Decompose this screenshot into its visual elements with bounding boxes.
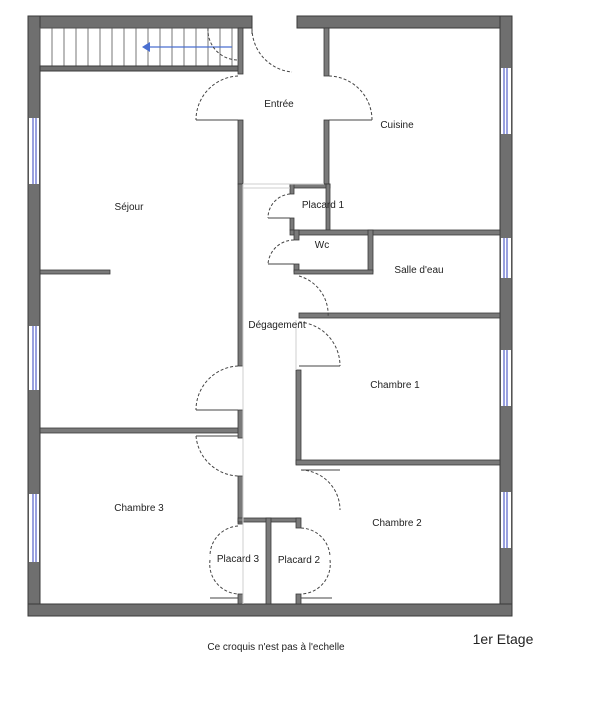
door-placard2-arc-bottom: [300, 559, 331, 595]
wall-entree-right: [323, 27, 330, 77]
door-salle-eau-arc: [298, 275, 329, 319]
scale-caption: Ce croquis n'est pas à l'echelle: [207, 642, 345, 653]
label-cuisine: Cuisine: [380, 120, 414, 131]
door-chambre1-arc: [298, 321, 341, 367]
doors: [195, 27, 373, 599]
wall-placard3-right: [265, 517, 272, 605]
door-placard1-arc: [267, 193, 291, 219]
wall-top-left: [27, 15, 253, 29]
label-entree: Entrée: [264, 99, 294, 110]
label-chambre3: Chambre 3: [114, 503, 164, 514]
wall-placard1-left-2: [289, 217, 295, 231]
room-labels: Entrée Cuisine Séjour Placard 1 Wc Salle…: [114, 99, 443, 566]
guide-lines: [242, 183, 324, 604]
label-placard1: Placard 1: [302, 200, 345, 211]
label-salle-eau: Salle d'eau: [394, 265, 443, 276]
label-wc: Wc: [315, 240, 329, 251]
wall-chambre1-left: [295, 369, 302, 465]
door-cuisine-arc: [328, 75, 373, 121]
wall-sejour-bottom: [39, 427, 241, 434]
wall-chambre3-right: [237, 475, 244, 525]
wall-salle-eau-bottom: [298, 312, 501, 319]
interior-walls: [39, 27, 501, 605]
door-chambre3-arc: [195, 435, 239, 477]
label-chambre2: Chambre 2: [372, 518, 422, 529]
wall-wc-bottom: [293, 269, 374, 275]
door-placard3-arc-bottom: [209, 559, 239, 595]
stair-arrow-icon: [142, 42, 150, 52]
door-sejour-arc: [195, 75, 239, 121]
wall-placard1-top: [289, 183, 331, 189]
wall-bottom: [27, 603, 513, 617]
wall-placard2-right-stub: [295, 593, 302, 605]
wall-sejour-right: [237, 183, 244, 367]
door-placard3-arc-top: [209, 525, 239, 557]
staircase: [39, 27, 241, 72]
label-degagement: Dégagement: [248, 320, 305, 331]
wall-placard3-left-stub: [237, 593, 244, 605]
wall-sejour-bottom-stub: [237, 409, 244, 439]
wall-top-right: [296, 15, 513, 29]
door-sejour-lower-arc: [195, 365, 239, 411]
wall-entree-left-2: [237, 119, 244, 185]
wall-wc-right: [367, 229, 374, 273]
windows: [29, 68, 511, 562]
door-placard2-arc-top: [300, 527, 331, 557]
wall-wc-left: [293, 229, 300, 241]
door-entrance-arc: [251, 27, 293, 73]
exterior-walls: [27, 15, 513, 617]
wall-entree-left: [237, 27, 244, 75]
label-placard3: Placard 3: [217, 554, 260, 565]
floor-label: 1er Etage: [473, 631, 534, 647]
wall-sejour-partition: [39, 269, 111, 275]
door-chambre2-arc: [300, 469, 341, 511]
wall-entree-right-2: [323, 119, 330, 185]
door-wc-arc: [267, 239, 295, 265]
stair-steps: [51, 28, 233, 68]
wall-placard1-left: [289, 183, 295, 195]
door-stairs-arc: [207, 27, 239, 61]
wall-wc-top: [289, 229, 501, 236]
wall-chambre1-bottom: [295, 459, 501, 466]
label-sejour: Séjour: [115, 202, 145, 213]
label-chambre1: Chambre 1: [370, 380, 420, 391]
wall-placard2-right: [295, 517, 302, 529]
label-placard2: Placard 2: [278, 555, 321, 566]
